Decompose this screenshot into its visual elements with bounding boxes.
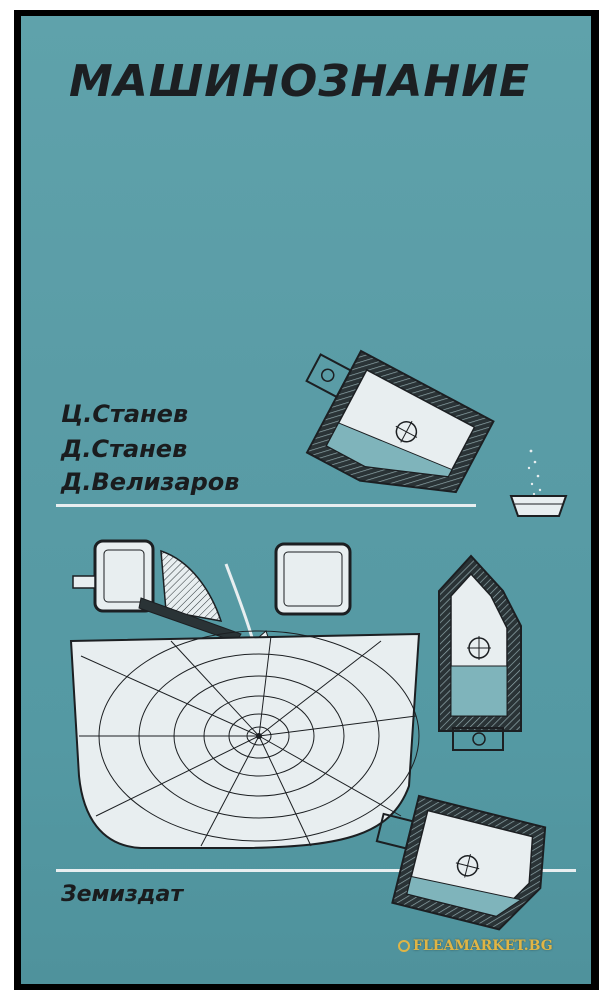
- ladle-top-illustration: [305, 349, 568, 517]
- book-cover: МАШИНОЗНАНИЕ Ц.Станев Д.Станев Д.Велизар…: [14, 10, 599, 990]
- author-3: Д.Велизаров: [61, 468, 240, 496]
- coin-icon: [398, 940, 410, 952]
- watermark: FLEAMARKET.BG: [398, 938, 553, 954]
- author-1: Ц.Станев: [61, 400, 189, 428]
- ladle-middle-illustration: [438, 554, 522, 751]
- publisher-name: Земиздат: [61, 882, 184, 907]
- cutting-diagram: [72, 539, 352, 647]
- cover-surface: МАШИНОЗНАНИЕ Ц.Станев Д.Станев Д.Велизар…: [21, 16, 591, 984]
- divider-top: [56, 504, 476, 507]
- author-2: Д.Станев: [61, 435, 188, 463]
- ladle-bottom-illustration: [375, 794, 547, 931]
- cover-illustration: [69, 349, 568, 931]
- watermark-text: FLEAMARKET.BG: [413, 938, 553, 954]
- wood-section-illustration: [69, 630, 421, 849]
- book-title: МАШИНОЗНАНИЕ: [69, 56, 531, 107]
- divider-bottom: [56, 869, 576, 872]
